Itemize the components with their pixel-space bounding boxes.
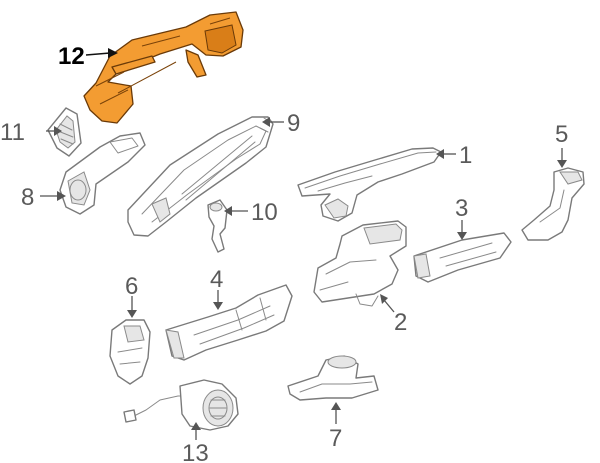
part-8-side-duct[interactable] [59,132,146,215]
callout-11: 11 [0,119,25,146]
callout-2: 2 [394,309,407,336]
part-4-lower-duct[interactable] [165,284,293,361]
callout-10: 10 [251,199,278,226]
part-3-center-duct[interactable] [413,232,512,283]
callout-4: 4 [210,266,223,293]
part-6-vent-housing[interactable] [109,319,151,385]
part-13-round-vent[interactable] [123,379,239,431]
part-12-upper-duct[interactable] [83,11,244,124]
callout-6: 6 [125,273,138,300]
callout-leaders [40,48,567,440]
part-9-dash-panel[interactable] [127,116,274,237]
part-5-right-duct[interactable] [521,167,585,241]
callout-1: 1 [459,142,472,169]
callout-12: 12 [58,43,85,70]
callout-3: 3 [455,195,468,222]
callout-8: 8 [21,184,34,211]
callout-5: 5 [555,121,568,148]
callout-7: 7 [329,425,342,452]
callout-13: 13 [182,440,209,463]
part-1-defroster-nozzle[interactable] [297,147,442,222]
callout-9: 9 [287,110,300,137]
part-7-floor-duct[interactable] [287,355,379,401]
part-11-side-vent[interactable] [47,107,82,157]
part-2-blower-duct[interactable] [313,220,407,307]
part-10-bracket[interactable] [207,199,228,253]
